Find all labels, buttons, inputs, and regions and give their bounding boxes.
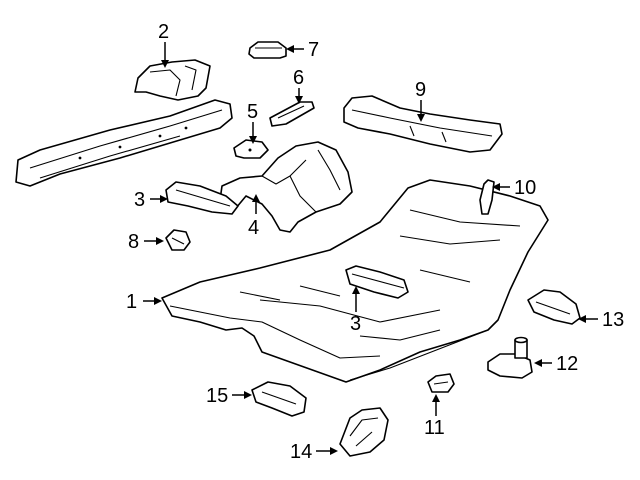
part-8-clip xyxy=(165,229,191,251)
callout-label-3-lower: 3 xyxy=(350,313,361,335)
callout-2: 2 xyxy=(158,21,169,68)
part-3-lower-bracket xyxy=(345,265,409,299)
callout-3-lower: 3 xyxy=(350,286,361,335)
callout-10: 10 xyxy=(492,177,536,199)
callout-14: 14 xyxy=(290,441,338,463)
callout-label-6: 6 xyxy=(293,67,304,89)
part-9-crossmember xyxy=(343,95,503,153)
callout-4: 4 xyxy=(248,194,260,239)
callout-label-9: 9 xyxy=(415,79,426,101)
callout-label-13: 13 xyxy=(602,309,624,331)
callout-15: 15 xyxy=(206,385,252,407)
callout-12: 12 xyxy=(534,353,578,375)
callout-label-12: 12 xyxy=(556,353,578,375)
part-15-reinforcement xyxy=(251,381,307,417)
callout-13: 13 xyxy=(578,309,624,331)
part-3-upper-bracket xyxy=(165,181,239,215)
callout-label-5: 5 xyxy=(247,101,258,123)
callout-label-1: 1 xyxy=(126,291,137,313)
part-7-pad xyxy=(248,41,287,59)
part-11-bracket xyxy=(427,373,455,393)
part-12-mount xyxy=(487,336,533,379)
callout-label-3-upper: 3 xyxy=(134,189,145,211)
callout-11: 11 xyxy=(424,394,445,439)
part-2-bracket xyxy=(134,59,211,101)
callout-label-7: 7 xyxy=(308,39,319,61)
callout-8: 8 xyxy=(128,231,164,253)
part-14-patch xyxy=(339,407,389,457)
callout-1: 1 xyxy=(126,291,162,313)
callout-6: 6 xyxy=(293,67,304,104)
callout-9: 9 xyxy=(415,79,426,122)
part-10-plug xyxy=(479,179,495,215)
callout-label-15: 15 xyxy=(206,385,228,407)
callout-label-8: 8 xyxy=(128,231,139,253)
part-5-bracket xyxy=(233,139,269,159)
part-13-pad xyxy=(527,289,581,325)
callout-5: 5 xyxy=(247,101,258,144)
callout-label-10: 10 xyxy=(514,177,536,199)
callout-3-upper: 3 xyxy=(134,189,168,211)
callout-label-2: 2 xyxy=(158,21,169,43)
side-rail xyxy=(15,99,233,187)
part-4-tunnel xyxy=(219,141,353,233)
callout-label-4: 4 xyxy=(248,217,259,239)
part-6-strip xyxy=(269,101,315,127)
callout-label-11: 11 xyxy=(424,417,445,439)
callout-label-14: 14 xyxy=(290,441,312,463)
callout-7: 7 xyxy=(286,39,319,61)
